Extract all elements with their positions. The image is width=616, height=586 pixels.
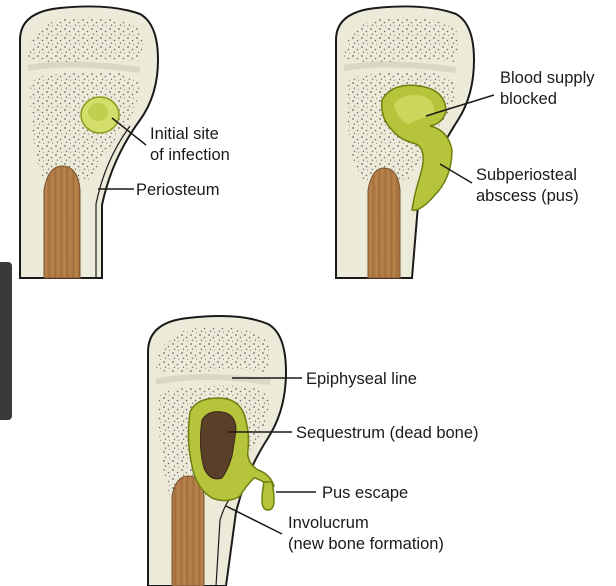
label-pus-escape: Pus escape: [322, 484, 408, 502]
label-periosteum: Periosteum: [136, 181, 219, 199]
marrow-cavity: [172, 476, 204, 586]
label-subperiosteal-abscess: Subperiosteal abscess (pus): [476, 166, 582, 205]
panel-subperiosteal-abscess: Blood supply blocked Subperiosteal absce…: [336, 6, 599, 278]
label-initial-site: Initial site of infection: [150, 125, 230, 164]
marrow-cavity: [368, 168, 400, 278]
label-epiphyseal-line: Epiphyseal line: [306, 370, 417, 388]
label-blood-supply: Blood supply blocked: [500, 69, 599, 108]
label-sequestrum: Sequestrum (dead bone): [296, 424, 479, 442]
panel-chronic-osteomyelitis: Epiphyseal line Sequestrum (dead bone) P…: [148, 316, 479, 586]
marrow-cavity: [44, 166, 80, 278]
label-involucrum: Involucrum (new bone formation): [288, 514, 444, 553]
panel-initial-infection: Initial site of infection Periosteum: [20, 6, 230, 278]
pus-escape-drop: [262, 482, 274, 510]
infection-core: [88, 103, 108, 121]
